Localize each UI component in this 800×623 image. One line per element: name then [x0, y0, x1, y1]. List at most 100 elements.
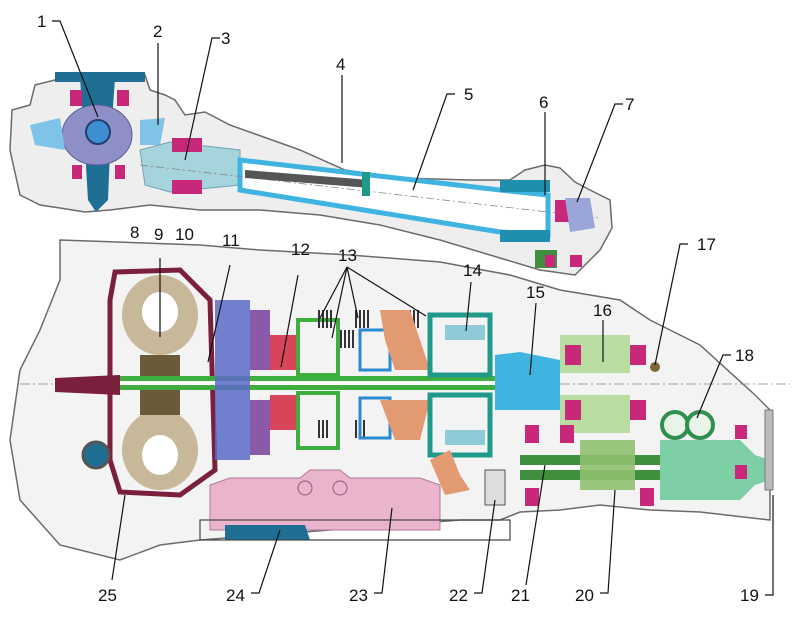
callout-6: 6	[539, 93, 548, 112]
differential-pinion	[85, 119, 111, 145]
leader-17	[654, 243, 688, 366]
leader-7	[576, 103, 623, 203]
orange-carrier	[380, 400, 430, 440]
callout-12: 12	[291, 240, 310, 259]
callout-4: 4	[336, 55, 345, 74]
converter-hub	[55, 375, 120, 395]
output-coupling	[565, 198, 595, 232]
side-gear-left	[30, 118, 65, 150]
callout-18: 18	[735, 346, 754, 365]
breather-valve	[650, 362, 660, 372]
leader-14	[465, 281, 472, 332]
bearing	[735, 425, 747, 439]
leader-25	[111, 494, 126, 581]
orange-carrier	[380, 310, 430, 370]
callout-labels: 1 2 3 4 5 6 7 8 9 10 11 12 13 14 15 16 1…	[37, 12, 759, 605]
bearing	[525, 488, 539, 506]
callout-5: 5	[464, 85, 473, 104]
leader-20	[600, 489, 616, 594]
leader-12	[280, 274, 299, 368]
output-gear	[445, 325, 485, 340]
leader-24	[251, 529, 281, 594]
leader-1	[52, 20, 99, 118]
callout-3: 3	[221, 29, 230, 48]
oil-pump-gear	[81, 440, 111, 470]
leader-13b	[331, 266, 348, 339]
bearing	[545, 255, 555, 267]
clutch-pack-purple	[250, 310, 270, 370]
leader-21	[525, 464, 546, 586]
bearing	[117, 90, 129, 106]
bearing	[630, 345, 646, 365]
leader-13d	[346, 266, 427, 317]
bearing	[70, 90, 82, 106]
output-drum	[427, 392, 493, 458]
green-drum	[296, 391, 340, 450]
bearing	[172, 180, 202, 194]
bearing	[525, 425, 539, 443]
bearing	[560, 425, 574, 443]
bearing	[565, 400, 581, 420]
leader-23	[374, 507, 393, 594]
callout-15: 15	[526, 283, 545, 302]
callout-1: 1	[37, 12, 46, 31]
callout-10: 10	[175, 225, 194, 244]
leader-22	[474, 499, 496, 594]
valve-bore	[332, 480, 348, 496]
rod-clip	[362, 172, 370, 196]
clutch-pack-purple	[250, 400, 270, 455]
side-gear-right	[140, 118, 165, 145]
callout-16: 16	[593, 301, 612, 320]
output-shaft	[495, 352, 560, 410]
leader-lines	[52, 20, 774, 596]
bearing	[172, 138, 202, 152]
front-differential-assembly	[9, 72, 613, 276]
bearing	[640, 488, 654, 506]
callout-21: 21	[511, 586, 530, 605]
bearing	[570, 255, 582, 267]
output-drum	[427, 312, 493, 378]
valve-bore	[297, 480, 313, 496]
oil-pan	[199, 519, 511, 541]
oil-filter	[225, 525, 310, 540]
leader-15	[529, 302, 537, 376]
callout-22: 22	[449, 586, 468, 605]
leader-19	[765, 495, 774, 596]
callout-13: 13	[338, 246, 357, 265]
parking-lock	[430, 450, 470, 495]
callout-25: 25	[98, 586, 117, 605]
lower-gear	[580, 440, 635, 490]
callout-11: 11	[222, 231, 240, 250]
bearing	[555, 200, 569, 222]
leader-13c	[346, 266, 359, 319]
callout-24: 24	[226, 586, 245, 605]
worm-gear	[660, 410, 690, 440]
worm-gear	[685, 410, 715, 440]
callout-9: 9	[154, 225, 163, 244]
leader-5	[412, 93, 455, 191]
flange	[55, 72, 145, 82]
planetary-set-1	[270, 395, 298, 430]
tube-end-collar	[500, 180, 550, 192]
tube-end-collar	[500, 230, 550, 242]
converter-core-lower	[142, 435, 178, 475]
oil-pump	[215, 300, 250, 460]
inner-rod	[245, 170, 370, 188]
bearing	[115, 165, 125, 179]
callout-8: 8	[130, 223, 139, 242]
bearing	[72, 165, 82, 179]
oil-level-sensor	[484, 469, 506, 506]
output-gear	[445, 430, 485, 445]
callout-19: 19	[740, 586, 759, 605]
bearing	[565, 345, 581, 365]
converter-cover	[107, 267, 218, 498]
leader-13a	[319, 266, 348, 319]
callout-20: 20	[575, 586, 594, 605]
callout-17: 17	[697, 235, 716, 254]
input-shaft-core	[120, 381, 520, 385]
bearing	[630, 400, 646, 420]
callout-23: 23	[349, 586, 368, 605]
leader-11	[207, 264, 231, 363]
leader-18	[696, 354, 731, 419]
